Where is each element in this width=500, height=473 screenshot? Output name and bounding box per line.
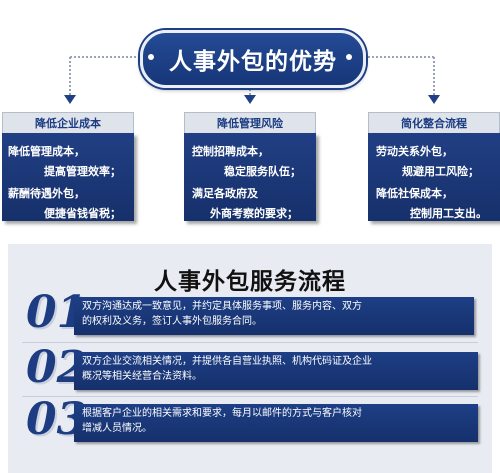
step-description: 双方沟通达成一致意见，并约定具体服务事项、服务内容、双方 的权利及义务，签订人事… xyxy=(74,297,474,335)
connector-right xyxy=(360,56,434,58)
step-description: 根据客户企业的相关需求和要求，每月以邮件的方式与客户核对 增减人员情况。 xyxy=(74,404,478,442)
advantage-card-risk: 降低管理风险 控制招聘成本， 稳定服务队伍； 满足各政府及 外商考察的要求； xyxy=(184,112,316,221)
advantage-card-title: 简化整合流程 xyxy=(368,112,500,133)
advantage-line: 便捷省钱省税； xyxy=(44,207,121,220)
step-line: 的权利及义务，签订人事外包服务合同。 xyxy=(82,316,262,327)
advantages-title: 人事外包的优势 xyxy=(169,49,337,75)
step-divider xyxy=(22,396,478,397)
advantage-line: 规避用工风险； xyxy=(402,165,479,178)
advantage-line: 提高管理效率； xyxy=(44,165,121,178)
advantage-line: 降低社保成本， xyxy=(376,187,453,200)
advantage-card-cost: 降低企业成本 降低管理成本， 提高管理效率； 薪酬待遇外包， 便捷省钱省税； xyxy=(2,112,134,221)
connector-left xyxy=(70,56,140,58)
advantage-card-body: 控制招聘成本， 稳定服务队伍； 满足各政府及 外商考察的要求； xyxy=(184,133,316,221)
advantage-line: 降低管理成本， xyxy=(8,145,85,158)
step-line: 概况等相关经营合法资料。 xyxy=(82,371,202,382)
advantage-line: 稳定服务队伍； xyxy=(224,165,301,178)
advantage-line: 控制用工支出。 xyxy=(410,207,487,220)
step-divider xyxy=(22,342,478,343)
advantages-title-badge: 人事外包的优势 xyxy=(140,30,366,88)
advantage-card-process: 简化整合流程 劳动关系外包， 规避用工风险； 降低社保成本， 控制用工支出。 xyxy=(368,112,500,221)
advantage-line: 满足各政府及 xyxy=(192,187,258,200)
connector-left-drop xyxy=(69,57,71,95)
connector-mid-drop xyxy=(249,86,251,95)
advantage-line: 外商考察的要求； xyxy=(210,207,298,220)
advantage-card-body: 降低管理成本， 提高管理效率； 薪酬待遇外包， 便捷省钱省税； xyxy=(2,133,134,221)
step-description: 双方企业交流相关情况，并提供各自营业执照、机构代码证及企业 概况等相关经营合法资… xyxy=(74,352,478,390)
badge-dot-icon xyxy=(346,54,352,60)
connector-right-drop xyxy=(433,57,435,95)
step-line: 双方沟通达成一致意见，并约定具体服务事项、服务内容、双方 xyxy=(82,301,362,312)
process-title: 人事外包服务流程 xyxy=(154,269,346,295)
advantage-line: 控制招聘成本， xyxy=(192,145,269,158)
advantage-card-title: 降低管理风险 xyxy=(184,112,316,133)
advantage-card-title: 降低企业成本 xyxy=(2,112,134,133)
advantage-card-body: 劳动关系外包， 规避用工风险； 降低社保成本， 控制用工支出。 xyxy=(368,133,500,221)
arrow-down-icon xyxy=(64,95,76,104)
advantage-line: 薪酬待遇外包， xyxy=(8,187,85,200)
badge-dot-icon xyxy=(148,54,154,60)
step-line: 根据客户企业的相关需求和要求，每月以邮件的方式与客户核对 xyxy=(82,408,362,419)
step-line: 双方企业交流相关情况，并提供各自营业执照、机构代码证及企业 xyxy=(82,356,372,367)
step-line: 增减人员情况。 xyxy=(82,423,152,434)
advantage-line: 劳动关系外包， xyxy=(376,145,453,158)
arrow-down-icon xyxy=(244,95,256,104)
arrow-down-icon xyxy=(428,95,440,104)
